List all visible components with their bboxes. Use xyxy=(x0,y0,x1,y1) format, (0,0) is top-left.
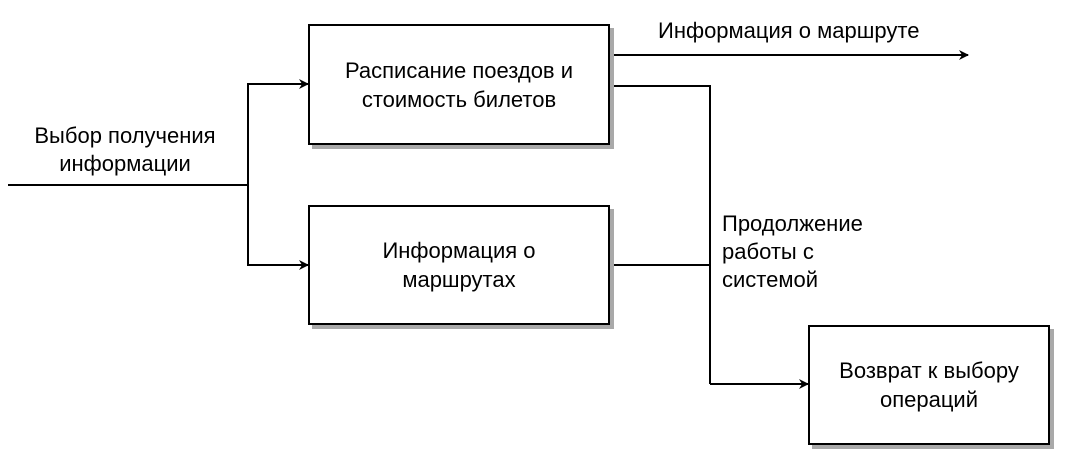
line-schedule-continue xyxy=(610,85,711,384)
continue-label: Продолжение работы с системой xyxy=(722,211,863,292)
routes-box-label: Информация о маршрутах xyxy=(382,238,536,292)
schedule-box: Расписание поездов и стоимость билетов xyxy=(308,24,610,145)
return-box: Возврат к выбору операций xyxy=(808,325,1050,445)
arrow-to-schedule xyxy=(247,79,309,185)
arrow-to-routes xyxy=(247,185,309,270)
return-box-label: Возврат к выбору операций xyxy=(839,358,1019,412)
route-info-label: Информация о маршруте xyxy=(658,18,920,43)
schedule-box-label: Расписание поездов и стоимость билетов xyxy=(344,57,574,112)
input-label: Выбор получения информации xyxy=(34,123,216,176)
routes-box: Информация о маршрутах xyxy=(308,205,610,325)
